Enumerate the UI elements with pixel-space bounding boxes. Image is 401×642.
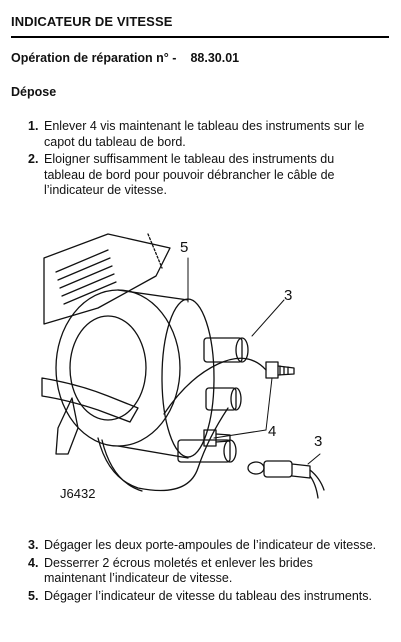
step-number: 2. <box>28 152 39 166</box>
operation-line: Opération de réparation n° - 88.30.01 <box>11 51 239 65</box>
step-number: 5. <box>28 588 39 603</box>
cable-wires <box>97 357 267 492</box>
step-text: Dégager l’indicateur de vitesse du table… <box>44 588 372 603</box>
steps-list-top: 1. Enlever 4 vis maintenant le tableau d… <box>28 119 378 201</box>
loose-bulb-holder <box>247 460 325 499</box>
steps-list-bottom: 3. Dégager les deux porte-ampoules de l’… <box>28 538 378 606</box>
lamp-holder-bottom <box>177 439 237 463</box>
lamp-holder-top <box>203 337 249 411</box>
speedometer-illustration: 5 3 4 3 J6432 <box>38 228 328 515</box>
callout-4: 4 <box>268 423 276 440</box>
step-number: 1. <box>28 119 39 133</box>
step-item: 4. Desserrer 2 écrous moletés et enlever… <box>28 556 378 587</box>
operation-label: Opération de réparation n° - <box>11 51 177 65</box>
figure-reference: J6432 <box>60 486 95 501</box>
step-item: 3. Dégager les deux porte-ampoules de l’… <box>28 538 378 554</box>
operation-number: 88.30.01 <box>190 51 240 65</box>
speedometer-body <box>55 289 215 459</box>
step-item: 2. Eloigner suffisamment le tableau des … <box>28 152 378 199</box>
step-item: 5. Dégager l’indicateur de vitesse du ta… <box>28 589 378 605</box>
leader-lines <box>187 257 321 465</box>
step-number: 4. <box>28 555 39 570</box>
callout-3-lower: 3 <box>314 433 322 450</box>
title-rule <box>11 36 389 38</box>
step-item: 1. Enlever 4 vis maintenant le tableau d… <box>28 119 378 150</box>
callout-3-upper: 3 <box>284 287 292 304</box>
step-number: 3. <box>28 538 39 552</box>
step-text: Desserrer 2 écrous moletés et enlever le… <box>44 555 313 586</box>
step-text: Dégager les deux porte-ampoules de l’ind… <box>44 538 377 552</box>
clamp-bracket <box>41 377 139 455</box>
dashboard-panel <box>43 233 171 325</box>
callout-5: 5 <box>180 239 188 256</box>
step-text: Enlever 4 vis maintenant le tableau des … <box>44 119 365 149</box>
knurled-nut-upper <box>265 361 295 379</box>
section-title: Dépose <box>11 85 57 99</box>
step-text: Eloigner suffisamment le tableau des ins… <box>44 152 335 197</box>
page-title: INDICATEUR DE VITESSE <box>11 14 173 29</box>
